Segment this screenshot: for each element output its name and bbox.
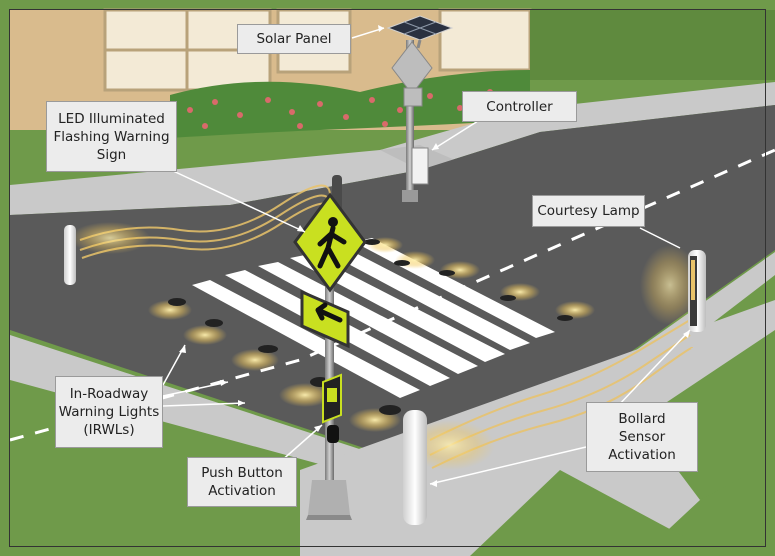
arrow-sign: [300, 289, 350, 349]
pedestrian-warning-sign: [293, 192, 367, 293]
bollard-courtesy-lamp: [688, 250, 706, 332]
push-button-label: Push Button Activation: [187, 457, 297, 507]
controller-pole: [391, 40, 433, 202]
hedge: [170, 70, 530, 138]
frame-border: [9, 9, 766, 547]
led-sign-label: LED Illuminated Flashing Warning Sign: [46, 101, 177, 172]
bollard-left: [64, 225, 76, 285]
push-button-box: [322, 373, 342, 443]
solar-panel-icon: [386, 15, 454, 49]
controller-label: Controller: [462, 91, 577, 122]
sign-pole: [306, 240, 352, 520]
leader-lines: [162, 27, 691, 485]
courtesy-lamp-label: Courtesy Lamp: [532, 195, 645, 227]
in-roadway-lights: [148, 237, 595, 432]
irwl-label: In-Roadway Warning Lights (IRWLs): [55, 376, 163, 448]
bollard-sensor-label: Bollard Sensor Activation: [586, 402, 698, 472]
bollard-front: [403, 410, 427, 525]
solar-panel-label: Solar Panel: [237, 24, 351, 54]
